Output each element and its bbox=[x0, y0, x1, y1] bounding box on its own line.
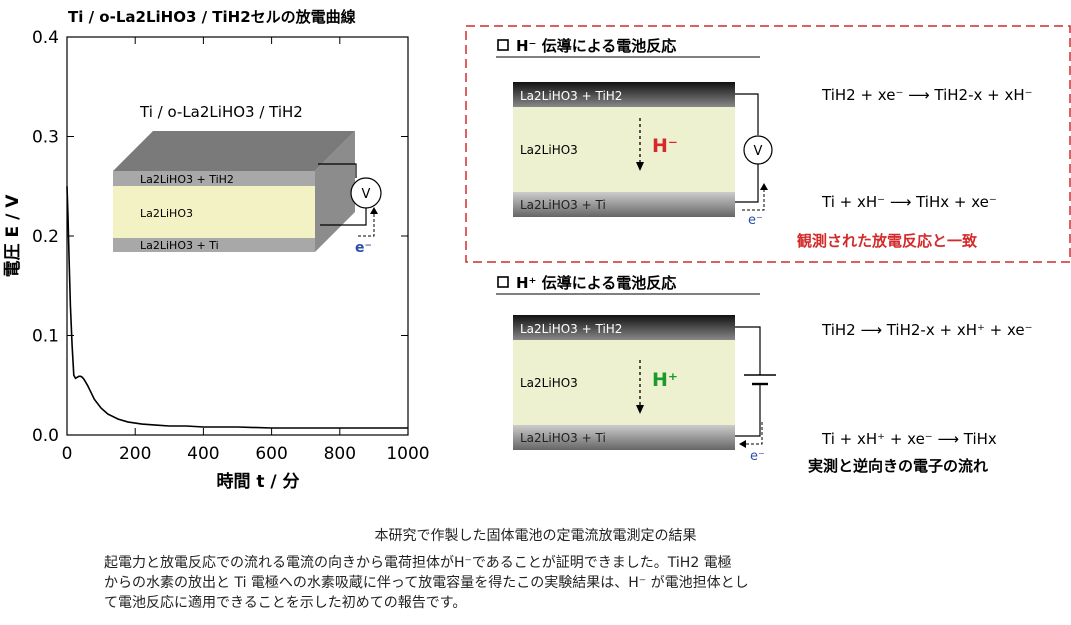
inset-layer-mid: La2LiHO3 bbox=[140, 207, 193, 220]
checkbox-icon bbox=[497, 39, 509, 51]
inset-title: Ti / o-La2LiHO3 / TiH2 bbox=[139, 103, 303, 121]
x-tick-label: 0 bbox=[62, 444, 73, 464]
hminus-voltmeter-label: V bbox=[754, 144, 763, 159]
hplus-reaction-1: TiH2 ⟶ TiH2-x + xH⁺ + xe⁻ bbox=[821, 321, 1033, 339]
hminus-down-arrow-icon bbox=[636, 162, 644, 171]
y-tick-label: 0.3 bbox=[32, 128, 59, 148]
hminus-highlight-box bbox=[465, 25, 1071, 263]
discharge-chart: Ti / o-La2LiHO3 / TiH2セルの放電曲線 0 200 400 600… bbox=[3, 8, 430, 492]
description-line: からの水素の放出と Ti 電極への水素吸蔵に伴って放電容量を得たこの実験結果は、… bbox=[104, 575, 749, 591]
hplus-layer-bot: La2LiHO3 + Ti bbox=[520, 431, 606, 445]
x-axis: 0 200 400 600 800 1000 bbox=[62, 37, 430, 464]
hminus-layer-top: La2LiHO3 + TiH2 bbox=[520, 89, 622, 103]
hminus-electron-arrow-icon bbox=[760, 183, 768, 190]
x-tick-label: 400 bbox=[187, 444, 219, 464]
description-line: 起電力と放電反応での流れる電流の向きから電荷担体がH⁻であることが証明できました… bbox=[104, 555, 732, 571]
x-axis-label: 時間 t / 分 bbox=[216, 471, 299, 492]
inset-layer-bot: La2LiHO3 + Ti bbox=[140, 239, 219, 252]
inset-cell-diagram: Ti / o-La2LiHO3 / TiH2 La2LiHO3 + TiH2 L… bbox=[113, 103, 382, 256]
hminus-cell-diagram: La2LiHO3 + TiH2 La2LiHO3 La2LiHO3 + Ti H… bbox=[513, 82, 773, 228]
y-tick-label: 0.0 bbox=[32, 426, 59, 446]
chart-title: Ti / o-La2LiHO3 / TiH2セルの放電曲線 bbox=[68, 8, 356, 26]
figure-description: 起電力と放電反応での流れる電流の向きから電荷担体がH⁻であることが証明できました… bbox=[104, 553, 1004, 613]
hplus-down-arrow-icon bbox=[636, 405, 644, 414]
hplus-note: 実測と逆向きの電子の流れ bbox=[808, 457, 988, 475]
hplus-ion-label: H⁺ bbox=[652, 369, 678, 391]
x-tick-label: 600 bbox=[255, 444, 287, 464]
hplus-heading: H⁺ 伝導による電池反応 bbox=[516, 274, 676, 292]
hplus-layer-mid: La2LiHO3 bbox=[520, 376, 578, 390]
hminus-note: 観測された放電反応と一致 bbox=[797, 232, 978, 250]
hminus-layer-bot: La2LiHO3 + Ti bbox=[520, 198, 606, 212]
y-axis: 0.0 0.1 0.2 0.3 0.4 bbox=[32, 28, 408, 446]
figure-caption: 本研究で作製した固体電池の定電流放電測定の結果 bbox=[374, 528, 697, 544]
hminus-layer-mid: La2LiHO3 bbox=[520, 143, 578, 157]
hplus-layer-top: La2LiHO3 + TiH2 bbox=[520, 322, 622, 336]
y-tick-label: 0.2 bbox=[32, 227, 59, 247]
discharge-curve bbox=[66, 186, 408, 429]
x-tick-label: 200 bbox=[119, 444, 151, 464]
hminus-electron-label: e⁻ bbox=[748, 213, 763, 228]
reaction-panels: H⁻ 伝導による電池反応 La2LiHO3 + TiH2 La2LiHO3 La… bbox=[465, 25, 1071, 475]
hplus-electron-label: e⁻ bbox=[750, 449, 765, 464]
checkbox-icon bbox=[497, 276, 509, 288]
y-axis-label: 電圧 E / V bbox=[3, 194, 23, 278]
hminus-reaction-1: TiH2 + xe⁻ ⟶ TiH2-x + xH⁻ bbox=[821, 86, 1033, 104]
hminus-reaction-2: Ti + xH⁻ ⟶ TiHx + xe⁻ bbox=[821, 193, 997, 211]
y-tick-label: 0.4 bbox=[32, 28, 59, 48]
hplus-electron-arrow-icon bbox=[739, 440, 746, 448]
inset-electron-label: e⁻ bbox=[355, 240, 372, 256]
hminus-heading: H⁻ 伝導による電池反応 bbox=[516, 37, 676, 55]
inset-arrow-icon bbox=[370, 207, 378, 214]
hplus-cell-diagram: La2LiHO3 + TiH2 La2LiHO3 La2LiHO3 + Ti H… bbox=[513, 315, 776, 464]
hminus-ion-label: H⁻ bbox=[652, 135, 678, 157]
x-tick-label: 1000 bbox=[386, 444, 429, 464]
inset-voltmeter-label: V bbox=[362, 187, 371, 202]
x-tick-label: 800 bbox=[324, 444, 356, 464]
description-line: て電池反応に適用できることを示した初めての報告です。 bbox=[104, 595, 467, 611]
inset-layer-top: La2LiHO3 + TiH2 bbox=[140, 173, 234, 186]
hplus-reaction-2: Ti + xH⁺ + xe⁻ ⟶ TiHx bbox=[821, 430, 997, 448]
y-tick-label: 0.1 bbox=[32, 327, 59, 347]
